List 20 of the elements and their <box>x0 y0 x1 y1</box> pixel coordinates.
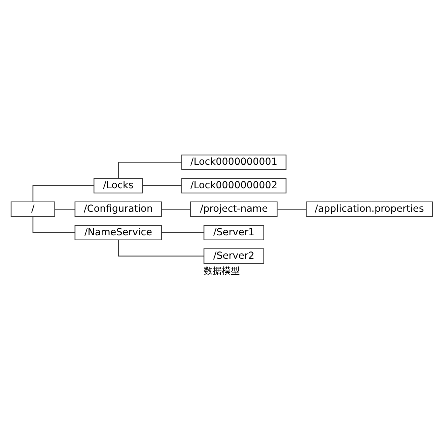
connector <box>161 208 191 210</box>
node-box: /Locks <box>94 178 144 194</box>
node-box: /Lock0000000001 <box>182 154 287 170</box>
node-box: /project-name <box>190 201 278 217</box>
connector <box>32 185 94 202</box>
caption: 数据模型 <box>204 266 240 276</box>
connector <box>54 208 76 210</box>
connector <box>277 208 307 210</box>
node-box: /Server2 <box>204 248 264 264</box>
node-box: /application.properties <box>306 201 434 217</box>
node-box: / <box>10 201 56 217</box>
connector <box>118 162 182 178</box>
node-box: /Server1 <box>204 224 264 240</box>
node-box: /Configuration <box>74 201 162 217</box>
connector <box>118 239 205 256</box>
connector <box>161 232 205 233</box>
connector <box>142 185 182 186</box>
node-box: /Lock0000000002 <box>182 178 287 194</box>
node-box: /NameService <box>74 224 162 240</box>
connector <box>32 216 76 233</box>
